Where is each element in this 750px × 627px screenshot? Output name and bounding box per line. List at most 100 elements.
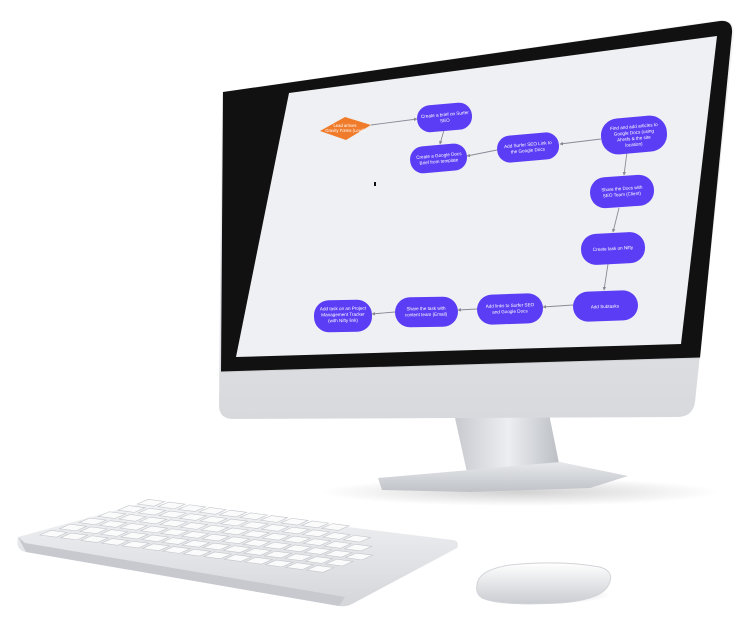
keyboard-key[interactable] — [320, 523, 351, 531]
keyboard-key[interactable] — [241, 539, 272, 547]
keyboard-key[interactable] — [157, 510, 188, 519]
keyboard-key[interactable] — [58, 523, 88, 532]
keyboard-key[interactable] — [99, 529, 129, 537]
keyboard-key[interactable] — [119, 531, 150, 540]
keyboard-key[interactable] — [199, 524, 230, 533]
start-diamond — [320, 117, 371, 140]
keyboard-key[interactable] — [100, 538, 130, 546]
keyboard-key[interactable] — [160, 537, 191, 545]
keyboard-key[interactable] — [136, 499, 166, 507]
keyboard-key[interactable] — [137, 507, 167, 516]
keyboard-key[interactable] — [284, 562, 315, 570]
edge-create-task-to-subtasks — [602, 263, 609, 291]
keyboard-key[interactable] — [262, 541, 292, 550]
keyboard-key[interactable] — [78, 526, 109, 534]
node-line1: Create task on Nifty — [593, 245, 634, 252]
keyboard-key[interactable] — [181, 540, 211, 548]
keyboard-key[interactable] — [321, 532, 352, 540]
keyboard-key[interactable] — [282, 544, 313, 553]
keyboard-key[interactable] — [261, 533, 291, 541]
node-line3: Ahrefs & the site — [617, 135, 651, 143]
keyboard-key[interactable] — [200, 533, 231, 542]
keyboard-key[interactable] — [178, 513, 208, 521]
keyboard-key[interactable] — [300, 520, 330, 529]
keyboard-key[interactable] — [159, 528, 190, 536]
keyboard-key[interactable] — [197, 507, 228, 515]
keyboard-key[interactable] — [342, 534, 372, 543]
keyboard-key[interactable] — [38, 530, 69, 538]
keyboard-key[interactable] — [280, 526, 311, 535]
keyboard-key[interactable] — [156, 501, 187, 510]
node-line1: Share the task with — [406, 306, 446, 312]
keyboard-key[interactable] — [120, 540, 151, 549]
flow-node-add-links: Add links to Surfer SEO and Google Docs — [477, 293, 543, 325]
keyboard-key[interactable] — [77, 517, 108, 526]
keyboard-key[interactable] — [198, 516, 229, 524]
node-line1: Share the Docs with — [601, 185, 643, 193]
mouse[interactable] — [476, 562, 612, 605]
keyboard-key[interactable] — [221, 536, 251, 544]
keyboard-key[interactable] — [283, 553, 314, 561]
keyboard-key[interactable] — [139, 525, 169, 534]
keyboard-key[interactable] — [182, 548, 212, 557]
keyboard-key[interactable] — [239, 521, 270, 529]
keyboard-key[interactable] — [138, 516, 168, 525]
keyboard-key[interactable] — [344, 552, 374, 561]
keyboard-key[interactable] — [98, 520, 128, 528]
node-line1: Add Surfer SEO Link to — [504, 140, 552, 149]
keyboard-key[interactable] — [343, 543, 373, 552]
keyboard-key[interactable] — [259, 515, 289, 523]
keyboard-key[interactable] — [59, 532, 89, 541]
node-line1: Add task on an Project — [320, 306, 367, 312]
keyboard-key[interactable] — [158, 519, 189, 527]
keyboard-key[interactable] — [97, 511, 127, 519]
keyboard-key[interactable] — [324, 558, 355, 567]
keyboard-key[interactable] — [220, 527, 250, 536]
keyboard-key[interactable] — [201, 542, 232, 551]
keyboard-key[interactable] — [161, 546, 192, 554]
flow-node-create-task: Create task on Nifty — [581, 232, 646, 265]
node-line2: SEO — [440, 118, 451, 124]
keyboard-key[interactable] — [302, 538, 332, 546]
keyboard-key[interactable] — [240, 530, 271, 538]
keyboard-key[interactable] — [264, 559, 294, 568]
edge-find-articles-to-add-url — [559, 138, 602, 146]
edge-add-url-to-google-doc — [466, 149, 498, 158]
mouse-body — [476, 562, 612, 605]
keyboard-key[interactable] — [305, 565, 335, 573]
keyboard-key[interactable] — [238, 512, 269, 520]
keyboard-key[interactable] — [180, 531, 210, 539]
keyboard-key[interactable] — [323, 550, 354, 558]
keyboard-key[interactable] — [243, 557, 274, 565]
keyboard-key[interactable] — [260, 524, 290, 532]
flowchart: Lead arrives Gravity Forms (Lead) Create… — [313, 102, 668, 333]
keyboard[interactable] — [17, 499, 458, 607]
keyboard-key[interactable] — [304, 556, 334, 564]
keyboard-key[interactable] — [301, 529, 331, 537]
keyboard-key[interactable] — [218, 509, 248, 518]
keyboard-key[interactable] — [118, 523, 149, 531]
keyboard-key[interactable] — [140, 534, 170, 543]
keyboard-key[interactable] — [79, 535, 110, 543]
node-line2: Google Docs (using — [614, 128, 655, 137]
keyboard-key[interactable] — [322, 541, 353, 549]
keyboard-key[interactable] — [281, 535, 312, 544]
keyboard-key[interactable] — [141, 543, 171, 551]
node-line2: Management Tracker — [321, 312, 365, 318]
keyboard-key[interactable] — [177, 504, 207, 512]
keyboard-key[interactable] — [279, 517, 310, 526]
keyboard-key[interactable] — [303, 547, 333, 555]
keyboard-key[interactable] — [219, 518, 249, 527]
keyboard-key[interactable] — [263, 550, 293, 559]
keyboard-key[interactable] — [179, 522, 209, 530]
keyboard-key[interactable] — [116, 505, 147, 513]
node-line2: and Google Docs — [492, 308, 528, 314]
keyboard-key[interactable] — [242, 548, 273, 556]
keyboard-key[interactable] — [202, 551, 233, 560]
keyboard-key[interactable] — [117, 514, 148, 522]
keyboard-key[interactable] — [222, 545, 252, 553]
node-line2: content team (Email) — [405, 312, 448, 318]
start-label: Lead arrives — [333, 123, 356, 128]
keyboard-key[interactable] — [223, 554, 253, 562]
